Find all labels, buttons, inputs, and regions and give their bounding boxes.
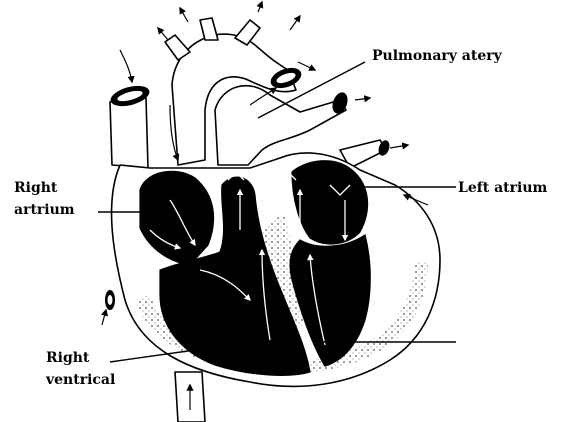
superior-vena-cava bbox=[108, 82, 151, 168]
label-right-atrium-line2: artrium bbox=[14, 202, 75, 218]
coronary-vessel bbox=[105, 290, 115, 310]
label-right-ventricle-line2: ventrical bbox=[45, 372, 115, 388]
label-pulmonary-artery: Pulmonary atery bbox=[372, 48, 503, 64]
label-right-atrium-line1: Right bbox=[14, 180, 58, 196]
label-right-ventricle-line1: Right bbox=[46, 350, 90, 366]
label-left-atrium: Left atrium bbox=[458, 180, 548, 196]
pulmonary-artery bbox=[215, 86, 350, 165]
